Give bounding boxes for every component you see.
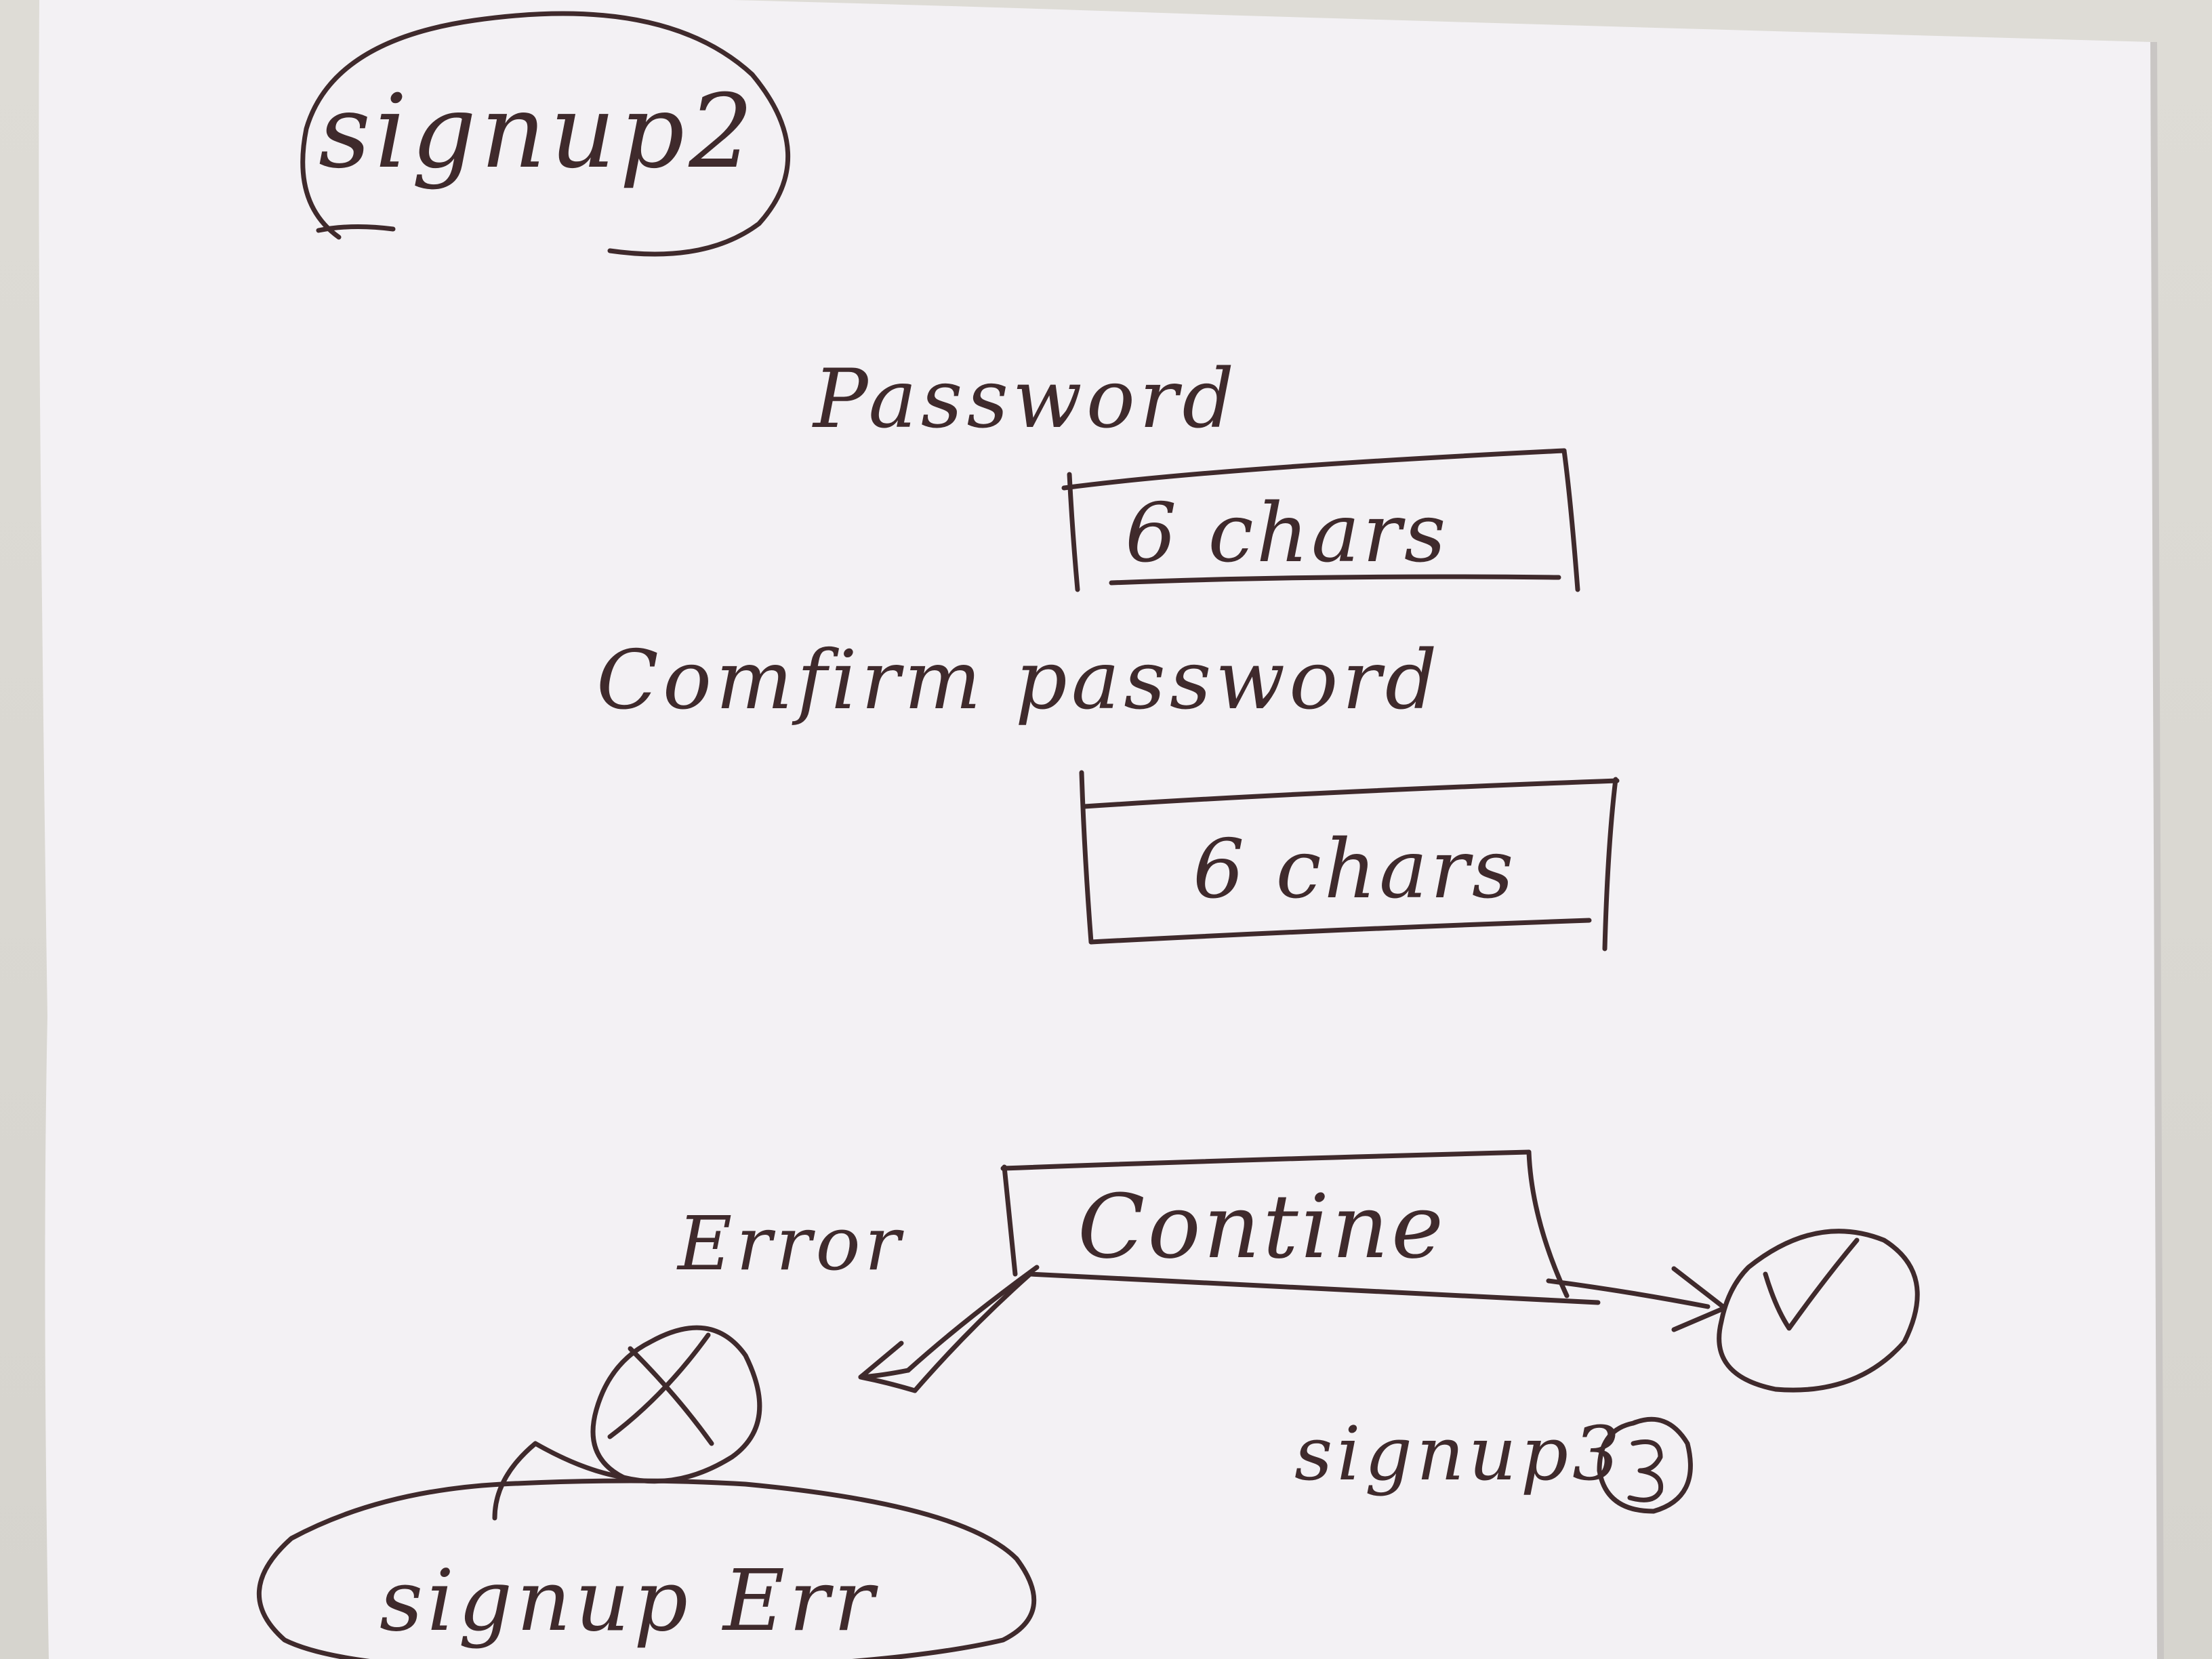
confirm-password-input[interactable] (1079, 770, 1620, 951)
circled-three (1597, 1416, 1693, 1514)
error-target-label: signup Err (380, 1552, 878, 1650)
paper-edge-shadow (2150, 41, 2164, 1659)
password-input[interactable] (1061, 448, 1580, 592)
confirm-password-placeholder: 6 chars (1193, 823, 1517, 917)
continue-button-label: Contine (1078, 1175, 1446, 1278)
error-target-ellipse (256, 1478, 1037, 1659)
error-arrow (858, 1265, 1040, 1393)
title-circle-tail (316, 224, 396, 233)
x-circle-icon (590, 1325, 762, 1484)
check-circle-icon (1717, 1229, 1920, 1393)
paper-sheet (39, 0, 2161, 1659)
screen-title: signup2 (319, 73, 758, 191)
success-target-label: signup3 (1294, 1410, 1624, 1497)
continue-button[interactable] (1000, 1149, 1601, 1305)
confirm-password-label: Comfirm password (596, 634, 1441, 728)
password-label: Password (813, 352, 1239, 447)
title-circle (300, 11, 791, 257)
password-placeholder: 6 chars (1125, 487, 1449, 581)
error-label: Error (678, 1200, 905, 1287)
error-to-target-line (492, 1441, 626, 1521)
